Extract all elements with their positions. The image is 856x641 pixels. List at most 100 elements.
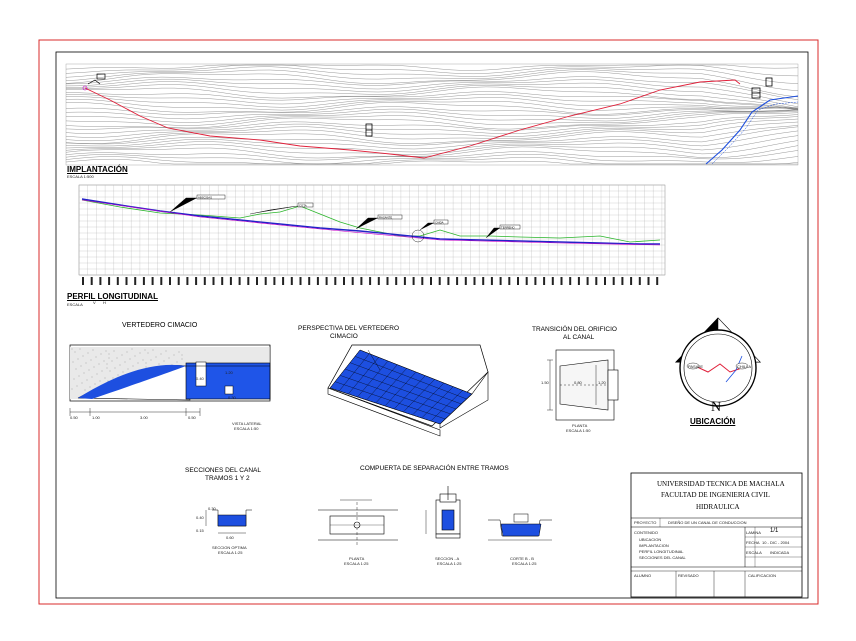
concrete-texture xyxy=(108,357,110,359)
seccion-optima-drawing xyxy=(205,509,252,534)
profile-scale-h: H xyxy=(103,300,106,305)
station-label-mark xyxy=(351,277,354,285)
concrete-texture xyxy=(117,374,119,376)
svg-text:TERRENO: TERRENO xyxy=(501,225,515,229)
station-label-mark xyxy=(577,277,580,285)
canal-route xyxy=(84,79,741,159)
vertedero-dim-4: 0.50 xyxy=(188,415,196,420)
station-label-mark xyxy=(403,277,406,285)
station-label-mark xyxy=(464,277,467,285)
station-label-mark xyxy=(247,277,250,285)
station-label-mark xyxy=(221,277,224,285)
compuerta-view-2-scale: ESCALA 1:25 xyxy=(437,561,462,566)
transicion-dim-2: 0.80 xyxy=(574,380,582,385)
station-label-mark xyxy=(99,277,102,285)
tb-contenido-1: UBICACION xyxy=(639,537,662,542)
concrete-texture xyxy=(95,356,97,358)
concrete-texture xyxy=(163,360,165,362)
vertedero-dim-6: 0.40 xyxy=(196,376,204,381)
concrete-texture xyxy=(158,363,160,365)
concrete-texture xyxy=(145,362,147,364)
concrete-texture xyxy=(71,348,73,350)
station-label-mark xyxy=(134,277,137,285)
concrete-texture xyxy=(105,350,107,352)
concrete-texture xyxy=(89,386,91,388)
contour-line xyxy=(65,121,799,141)
compuerta-planta-drawing xyxy=(318,499,398,546)
station-label-mark xyxy=(160,277,163,285)
concrete-texture xyxy=(108,353,110,355)
implantacion-scale: ESCALA 1:500 xyxy=(67,174,94,179)
station-label-mark xyxy=(560,277,563,285)
vertedero-title: VERTEDERO CIMACIO xyxy=(122,322,198,329)
concrete-texture xyxy=(168,357,170,359)
concrete-texture xyxy=(131,348,133,350)
concrete-texture xyxy=(113,350,115,352)
station-label-mark xyxy=(343,277,345,285)
concrete-texture xyxy=(99,380,101,382)
grate-bar xyxy=(334,381,446,420)
contour-line xyxy=(65,94,799,110)
svg-text:RASANTE: RASANTE xyxy=(379,215,392,219)
concrete-texture xyxy=(106,367,108,369)
tb-contenido-label: CONTENIDO xyxy=(634,530,658,535)
contour-line xyxy=(65,130,799,150)
station-label-mark xyxy=(604,277,606,285)
seccion-optima-scale: ESCALA 1:25 xyxy=(218,550,243,555)
profile-title: PERFIL LONGITUDINAL xyxy=(67,292,158,301)
tb-revisado-label: REVISADO xyxy=(678,573,699,578)
concrete-texture xyxy=(147,352,149,354)
compuerta-seccion-drawing xyxy=(425,486,461,539)
vertedero-caption: VISTA LATERAL xyxy=(232,421,262,426)
ubicacion-label-1: PASAJE xyxy=(688,364,704,369)
contour-line xyxy=(65,116,799,134)
station-label-mark xyxy=(177,277,180,285)
tb-subject: HIDRAULICA xyxy=(696,503,740,511)
compuerta-view-3-caption: CORTE B - B xyxy=(510,556,534,561)
concrete-texture xyxy=(116,357,118,359)
contour-line xyxy=(65,86,799,110)
station-label-mark xyxy=(638,277,641,285)
station-label-mark xyxy=(447,277,450,285)
concrete-texture xyxy=(139,352,141,354)
svg-text:ABSCISAS: ABSCISAS xyxy=(198,195,212,199)
profile-scale-label: ESCALA xyxy=(67,302,83,307)
concrete-texture xyxy=(80,365,82,367)
contour-line xyxy=(65,81,799,107)
concrete-texture xyxy=(91,376,93,378)
transicion-title-2: AL CANAL xyxy=(563,334,595,341)
concrete-texture xyxy=(129,358,131,360)
concrete-texture xyxy=(82,355,84,357)
concrete-texture xyxy=(152,349,154,351)
station-label-mark xyxy=(325,277,328,285)
concrete-texture xyxy=(142,359,144,361)
concrete-texture xyxy=(107,380,109,382)
station-label-mark xyxy=(621,277,624,285)
station-label-mark xyxy=(169,277,171,285)
station-label-mark xyxy=(203,277,206,285)
station-label-mark xyxy=(482,277,485,285)
north-letter: N xyxy=(711,400,722,415)
tb-contenido-2: IMPLANTACION xyxy=(639,543,669,548)
station-label-mark xyxy=(273,277,276,285)
contour-line xyxy=(65,135,799,153)
station-label-mark xyxy=(195,277,198,285)
station-label-mark xyxy=(256,277,258,285)
station-label-mark xyxy=(82,277,84,285)
contour-line xyxy=(65,64,799,77)
station-label-mark xyxy=(595,277,598,285)
concrete-texture xyxy=(96,373,98,375)
concrete-texture xyxy=(111,360,113,362)
concrete-texture xyxy=(94,383,96,385)
station-label-mark xyxy=(264,277,267,285)
seccion-optima-caption: SECCION OPTIMA xyxy=(212,545,247,550)
perspectiva-title-1: PERSPECTIVA DEL VERTEDERO xyxy=(298,325,400,332)
station-label-mark xyxy=(612,277,615,285)
transicion-title-1: TRANSICIÓN DEL ORIFICIO xyxy=(532,326,617,333)
station-label-mark xyxy=(125,277,128,285)
transicion-drawing xyxy=(547,349,619,421)
contour-line xyxy=(65,66,799,84)
svg-text:COTA: COTA xyxy=(299,203,307,207)
concrete-texture xyxy=(88,369,90,371)
